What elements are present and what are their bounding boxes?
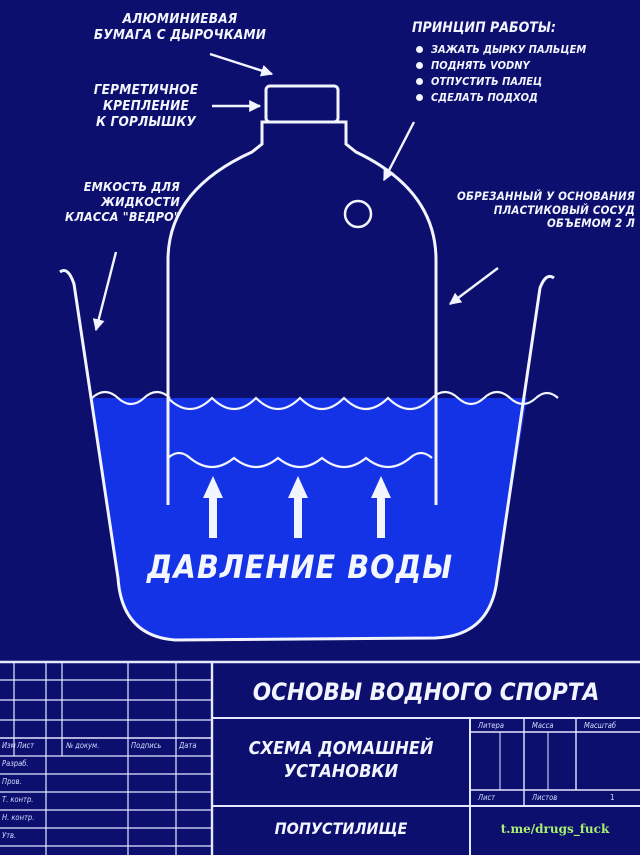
label-line: ОБЪЕМОМ 2 Л (546, 216, 635, 231)
label-line: ПЛАСТИКОВЫЙ СОСУД (493, 202, 635, 217)
sheet-header-scale: Масштаб (584, 721, 617, 730)
arrow-principle (382, 121, 416, 182)
principle-step: ПОДНЯТЬ VODNY (416, 58, 632, 74)
col-header-izm: Изм (2, 741, 16, 750)
sheet-label: Лист (478, 793, 496, 802)
label-aluminum-foil: АЛЮМИНИЕВАЯ БУМАГА С ДЫРОЧКАМИ (92, 11, 268, 44)
principle-step: СДЕЛАТЬ ПОДХОД (416, 90, 632, 106)
watermark: t.me/drugs_fuck (500, 822, 610, 836)
principle-title: Принцип работы: (412, 20, 556, 36)
principle-step: ЗАЖАТЬ ДЫРКУ ПАЛЬЦЕМ (416, 42, 632, 58)
label-line: ОБРЕЗАННЫЙ У ОСНОВАНИЯ (457, 189, 635, 203)
label-line: ЕМКОСТЬ ДЛЯ (83, 179, 180, 194)
bucket-outline (59, 269, 555, 642)
water-fill (92, 398, 527, 640)
label-container: ЕМКОСТЬ ДЛЯ ЖИДКОСТИ КЛАССА "ВЕДРО" (20, 179, 180, 224)
sheets-total-value: 1 (610, 793, 615, 802)
sheet-header-mass: Масса (532, 721, 554, 730)
label-line: К ГОРЛЫШКУ (95, 113, 197, 130)
principle-steps: ЗАЖАТЬ ДЫРКУ ПАЛЬЦЕМ ПОДНЯТЬ VODNY ОТПУС… (416, 42, 632, 106)
label-line: БУМАГА С ДЫРОЧКАМИ (93, 26, 267, 43)
subtitle-line: СХЕМА ДОМАШНЕЙ (248, 738, 434, 759)
principle-step: ОТПУСТИТЬ ПАЛЕЦ (416, 74, 632, 90)
row-label: Н. контр. (2, 813, 35, 822)
arrow-bottle (449, 267, 499, 305)
label-line: КЛАССА "ВЕДРО" (65, 208, 180, 224)
label-line: ГЕРМЕТИЧНОЕ (93, 82, 199, 98)
water-pressure-label: ДАВЛЕНИЕ ВОДЫ (146, 548, 454, 586)
label-line: ЖИДКОСТИ (101, 193, 180, 209)
drawing-organization: ПОПУСТИЛИЩЕ (274, 819, 408, 838)
label-line: АЛЮМИНИЕВАЯ (122, 11, 238, 27)
col-header-list: Лист (17, 741, 35, 750)
principle-of-operation: Принцип работы: ЗАЖАТЬ ДЫРКУ ПАЛЬЦЕМ ПОД… (412, 20, 632, 106)
arrow-container (92, 251, 118, 332)
bottle-inner-water-line (167, 451, 433, 469)
bottle-cap-foil (264, 84, 340, 124)
row-label: Т. контр. (2, 795, 34, 804)
row-label: Разраб. (2, 759, 29, 768)
drawing-subtitle: СХЕМА ДОМАШНЕЙ УСТАНОВКИ (212, 738, 470, 783)
sheets-total-label: Листов (532, 793, 558, 802)
label-hermetic-seal: ГЕРМЕТИЧНОЕ КРЕПЛЕНИЕ К ГОРЛЫШКУ (72, 82, 220, 131)
col-header-date: Дата (179, 741, 197, 750)
col-header-doc: № докум. (66, 741, 100, 750)
bottle-water-arcs (167, 396, 433, 411)
col-header-sign: Подпись (131, 741, 162, 750)
row-label: Утв. (2, 831, 17, 840)
title-block-grid (0, 660, 640, 855)
bottle-hole (343, 199, 373, 229)
drawing-main-title: Основы водного спорта (252, 678, 600, 706)
sheet-header-litera: Литера (478, 721, 504, 730)
label-cut-bottle: ОБРЕЗАННЫЙ У ОСНОВАНИЯ ПЛАСТИКОВЫЙ СОСУД… (395, 189, 635, 231)
subtitle-line: УСТАНОВКИ (283, 760, 399, 782)
pressure-arrows (203, 476, 391, 538)
row-label: Пров. (2, 777, 22, 786)
label-line: КРЕПЛЕНИЕ (102, 97, 190, 114)
water-surface-wave (91, 390, 559, 406)
arrow-foil (209, 52, 274, 77)
